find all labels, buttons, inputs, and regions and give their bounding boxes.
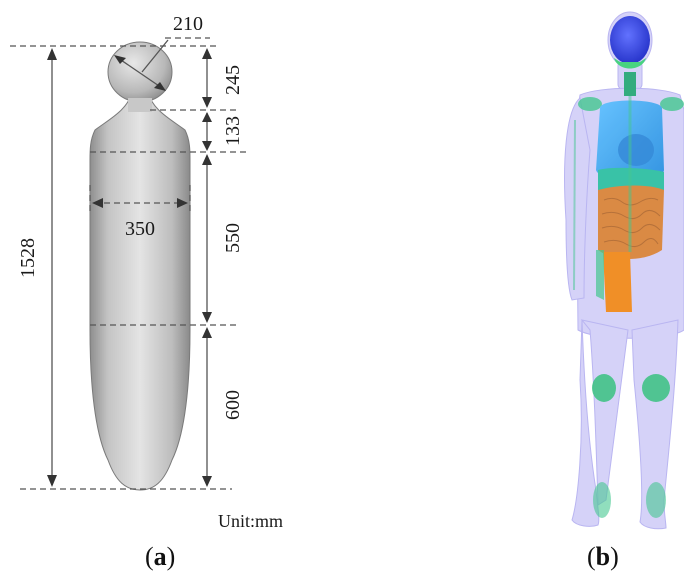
dim-245-label: 245 <box>222 65 244 95</box>
left-shoulder <box>578 97 602 111</box>
dim-1528-arrow-bottom <box>47 475 57 487</box>
phantom-body <box>89 91 191 491</box>
dim-210-line <box>117 57 163 89</box>
left-knee <box>592 374 616 402</box>
bladder <box>603 252 632 312</box>
pelvis-left <box>596 250 604 300</box>
left-foot <box>593 482 611 518</box>
trachea <box>624 72 636 96</box>
skin-left-leg <box>571 319 600 527</box>
jaw <box>614 58 646 69</box>
dim-133-arrow-bottom <box>202 141 212 151</box>
phantom-neck <box>128 98 152 112</box>
dim-600-label: 600 <box>222 390 244 420</box>
left-arm-bone <box>573 119 576 291</box>
right-shoulder <box>660 97 684 111</box>
dim-1528-label: 1528 <box>17 238 39 278</box>
right-knee <box>642 374 670 402</box>
skin-left-arm <box>564 97 591 301</box>
panel-a: 210 1528 245 133 550 600 350 Unit:mm <box>10 13 283 571</box>
dim-210-label: 210 <box>173 13 203 35</box>
dim-550-arrow-bottom <box>202 312 212 323</box>
dim-350-arrow-right <box>177 198 188 208</box>
dim-350-arrow-left <box>92 198 103 208</box>
dim-133-arrow-top <box>202 112 212 122</box>
panel-a-label: (a) <box>145 542 175 571</box>
dim-550-label: 550 <box>222 223 244 253</box>
right-foot <box>646 482 666 518</box>
dim-210-arrow-b <box>154 82 166 91</box>
anatomical-phantom <box>564 11 684 530</box>
heart <box>618 134 654 166</box>
dim-600-arrow-top <box>202 327 212 338</box>
dim-133-label: 133 <box>222 116 244 146</box>
unit-label: Unit:mm <box>218 511 283 531</box>
panel-b-label: (b) <box>587 542 619 571</box>
dim-210-arrow-a <box>114 55 126 64</box>
dim-600-arrow-bottom <box>202 476 212 487</box>
dim-210-pointer <box>141 39 169 73</box>
skin-right-leg <box>631 319 679 530</box>
dim-350-label: 350 <box>125 218 155 240</box>
panel-b: (b) <box>564 11 684 571</box>
dim-550-arrow-top <box>202 154 212 165</box>
dim-245-arrow-bottom <box>202 97 212 108</box>
intestine-texture <box>601 197 661 248</box>
dim-245-arrow-top <box>202 48 212 59</box>
cylindrical-phantom <box>89 41 191 491</box>
phantom-head <box>107 41 173 103</box>
dim-1528-arrow-top <box>47 48 57 60</box>
skull <box>610 16 650 64</box>
